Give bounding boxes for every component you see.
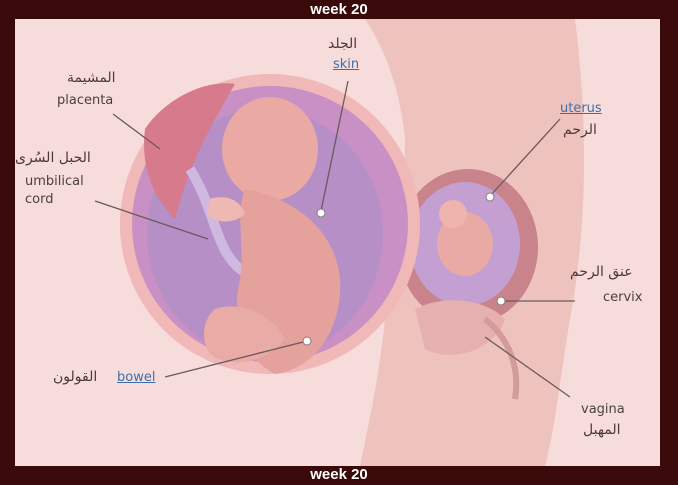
fetus-legs: [203, 306, 285, 363]
small-fetus: [437, 212, 493, 276]
uterus-label[interactable]: uterus: [560, 101, 602, 116]
week-title-bottom: week 20: [310, 466, 368, 483]
illustration: [94, 19, 585, 466]
skin-label[interactable]: skin: [333, 57, 360, 72]
cervix-label-ar: عنق الرحم: [570, 264, 633, 280]
week-title-top: week 20: [310, 1, 368, 18]
umbilical-cord-label-2: cord: [25, 192, 54, 207]
cervix-label: cervix: [603, 290, 643, 305]
bowel-label[interactable]: bowel: [117, 370, 156, 385]
fetus-head: [222, 97, 318, 201]
placenta-label-ar: المشيمة: [67, 70, 116, 86]
umbilical-cord-label-ar: الحبل السُرى: [15, 150, 91, 166]
uterus-label-ar: الرحم: [563, 122, 597, 138]
skin-label-ar: الجلد: [328, 36, 358, 52]
illustration-panel: الجلد skin المشيمة placenta الحبل السُرى…: [15, 19, 660, 466]
vagina-label: vagina: [581, 402, 625, 417]
bowel-label-ar: القولون: [53, 369, 98, 385]
placenta-label: placenta: [57, 93, 114, 108]
vagina-label-ar: المهبل: [583, 422, 621, 438]
placenta: [144, 83, 235, 219]
umbilical-cord-label-1: umbilical: [25, 174, 84, 189]
